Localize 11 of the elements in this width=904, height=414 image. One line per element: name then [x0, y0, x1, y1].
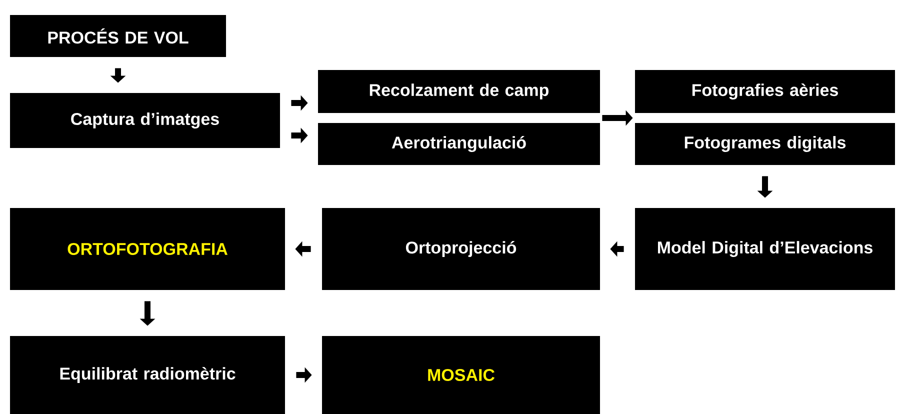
process-box: Fotogrames digitals — [635, 123, 895, 165]
process-box: Recolzament de camp — [318, 70, 600, 113]
process-box: Model Digital d’Elevacions — [635, 208, 895, 290]
process-box: Aerotriangulació — [318, 123, 600, 165]
result-box: ORTOFOTOGRAFIA — [10, 208, 285, 290]
process-box: Ortoprojecció — [322, 208, 600, 290]
process-box: Fotografies aèries — [635, 70, 895, 113]
process-box: Captura d’imatges — [10, 93, 280, 148]
process-box: PROCÉS DE VOL — [10, 15, 226, 57]
process-box: Equilibrat radiomètric — [10, 336, 285, 414]
result-box: MOSAIC — [322, 336, 600, 414]
